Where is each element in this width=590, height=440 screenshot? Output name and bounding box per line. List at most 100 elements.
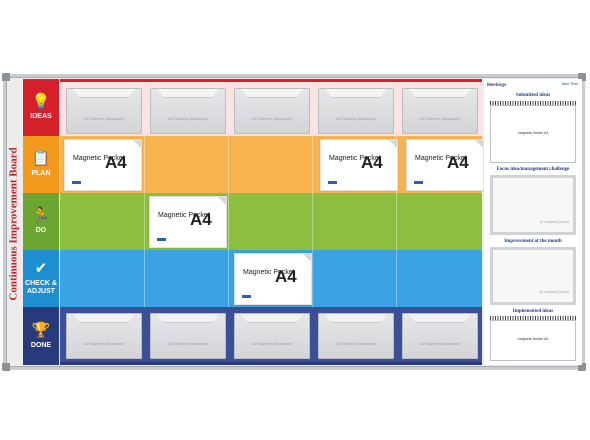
lightbulb-icon: 💡 (31, 93, 51, 110)
pocket-label: A4 magnetic pocket (539, 290, 569, 294)
row-body-ideas: A4 Rollerfeet (landscape) A4 Rollerfeet … (60, 79, 482, 136)
tray-label: A4 Rollerfeet (landscape) (335, 117, 377, 121)
tray-label: A4 Rollerfeet (landscape) (251, 117, 293, 121)
row-ideas: 💡 IDEAS A4 Rollerfeet (landscape) A4 Rol… (23, 79, 482, 136)
frame-corner (2, 363, 10, 371)
pocket-size: A4 (447, 153, 469, 172)
column-divider (144, 193, 145, 250)
column-divider (396, 250, 397, 307)
row-label-done: 🏆 DONE (23, 307, 59, 365)
column-divider (312, 250, 313, 307)
board-vertical-title: Continuous Improvement Board (8, 147, 20, 301)
row-label-text: PLAN (31, 170, 51, 177)
tray-label: A4 Rollerfeet (landscape) (419, 117, 461, 121)
frame-corner (578, 363, 586, 371)
brand-logo (414, 181, 423, 184)
row-body-done: A4 Rollerfeet (landscape) A4 Rollerfeet … (60, 307, 482, 365)
brand-logo (328, 181, 337, 184)
brand-logo (72, 181, 81, 184)
literature-tray[interactable]: A4 Rollerfeet (landscape) (318, 88, 394, 134)
row-label-ideas: 💡 IDEAS (23, 79, 59, 136)
magnetic-pocket[interactable]: Magnetic Pocket A4 (320, 139, 398, 191)
column-divider (228, 136, 229, 193)
tray-label: A4 Rollerfeet (landscape) (83, 117, 125, 121)
row-label-do: 🏃 DO (23, 193, 59, 250)
row-body-do: Magnetic Pocket A4 (60, 193, 482, 250)
column-divider (312, 136, 313, 193)
column-divider (396, 193, 397, 250)
tray-label: A4 Rollerfeet (landscape) (167, 342, 209, 346)
pocket-size: A4 (105, 153, 127, 172)
magnetic-pocket[interactable]: Magnetic Pocket A4 (406, 139, 484, 191)
frame-corner (2, 73, 10, 81)
pocket-label: Magnetic Pocket (73, 155, 125, 162)
improvement-board: Continuous Improvement Board 💡 IDEAS A4 … (2, 73, 586, 371)
tray-label: A4 Rollerfeet (landscape) (167, 117, 209, 121)
magnetic-pocket[interactable]: Magnetic Pocket A4 (234, 253, 312, 305)
focus-idea-pocket[interactable]: A4 magnetic pocket (490, 175, 576, 235)
pocket-label: A4 magnetic pocket (539, 220, 569, 224)
side-panel: Meetings Next Time Submitted ideas magne… (484, 79, 582, 365)
literature-tray[interactable]: A4 Rollerfeet (landscape) (150, 88, 226, 134)
row-body-plan: Magnetic Pocket A4 Magnetic Pocket A4 Ma… (60, 136, 484, 193)
row-label-text: CHECK & ADJUST (25, 280, 57, 295)
row-label-text: DONE (30, 341, 52, 349)
tray-label: A4 Rollerfeet (landscape) (251, 342, 293, 346)
row-do: 🏃 DO Magnetic Pocket A4 (23, 193, 482, 250)
runner-icon: 🏃 (31, 207, 51, 224)
implemented-ideas-title: Implemented ideas (512, 309, 554, 314)
column-divider (144, 136, 145, 193)
literature-tray[interactable]: A4 Rollerfeet (landscape) (150, 313, 226, 359)
row-label-check: ✔ CHECK & ADJUST (23, 250, 59, 307)
meetings-label: Meetings (487, 82, 507, 87)
literature-tray[interactable]: A4 Rollerfeet (landscape) (402, 313, 478, 359)
improvement-month-title: Improvement of the month (504, 239, 562, 244)
pocket-label: Magnetic Pocket (329, 155, 381, 162)
pocket-label: Magnetic Pocket (243, 269, 295, 276)
submitted-ideas-title: Submitted ideas (515, 93, 551, 98)
improvement-month-pocket[interactable]: A4 magnetic pocket (490, 247, 576, 305)
literature-tray[interactable]: A4 Rollerfeet (landscape) (66, 88, 142, 134)
magnetic-pocket[interactable]: Magnetic Pocket A4 (149, 196, 227, 248)
pocket-size: A4 (190, 210, 212, 229)
clipboard-icon: 📋 (31, 150, 51, 167)
binder-label: magnetic binder A4 (517, 131, 549, 135)
frame-corner (578, 73, 586, 81)
submitted-ideas-binder[interactable]: magnetic binder A4 (490, 105, 576, 163)
pocket-label: Magnetic Pocket (158, 212, 210, 219)
row-body-check: Magnetic Pocket A4 (60, 250, 482, 307)
tray-label: A4 Rollerfeet (landscape) (419, 342, 461, 346)
binder-label: magnetic binder A4 (517, 337, 549, 341)
kanban-rows: 💡 IDEAS A4 Rollerfeet (landscape) A4 Rol… (23, 79, 484, 365)
magnetic-pocket[interactable]: Magnetic Pocket A4 (64, 139, 142, 191)
implemented-ideas-binder[interactable]: magnetic binder A4 (490, 320, 576, 361)
row-done: 🏆 DONE A4 Rollerfeet (landscape) A4 Roll… (23, 307, 482, 365)
checkmark-icon: ✔ (34, 260, 48, 277)
column-divider (144, 250, 145, 307)
column-divider (312, 193, 313, 250)
binder-spiral (490, 316, 576, 321)
literature-tray[interactable]: A4 Rollerfeet (landscape) (402, 88, 478, 134)
row-plan: 📋 PLAN Magnetic Pocket A4 Magnetic Pocke… (23, 136, 484, 193)
pocket-size: A4 (361, 153, 383, 172)
column-divider (228, 250, 229, 307)
row-label-text: IDEAS (30, 113, 52, 120)
literature-tray[interactable]: A4 Rollerfeet (landscape) (234, 88, 310, 134)
brand-logo (242, 295, 251, 298)
tray-label: A4 Rollerfeet (landscape) (83, 342, 125, 346)
brand-logo (157, 238, 166, 241)
literature-tray[interactable]: A4 Rollerfeet (landscape) (66, 313, 142, 359)
row-check-adjust: ✔ CHECK & ADJUST Magnetic Pocket A4 (23, 250, 482, 307)
row-label-text: DO (35, 227, 47, 234)
trophy-icon: 🏆 (31, 321, 51, 339)
row-label-plan: 📋 PLAN (23, 136, 59, 193)
literature-tray[interactable]: A4 Rollerfeet (landscape) (234, 313, 310, 359)
column-divider (228, 193, 229, 250)
next-time-label: Next Time (561, 82, 578, 86)
binder-spiral (490, 101, 576, 106)
literature-tray[interactable]: A4 Rollerfeet (landscape) (318, 313, 394, 359)
tray-label: A4 Rollerfeet (landscape) (335, 342, 377, 346)
focus-idea-title: Focus idea/management challenge (496, 167, 570, 172)
pocket-size: A4 (275, 267, 297, 286)
pocket-label: Magnetic Pocket (415, 155, 467, 162)
